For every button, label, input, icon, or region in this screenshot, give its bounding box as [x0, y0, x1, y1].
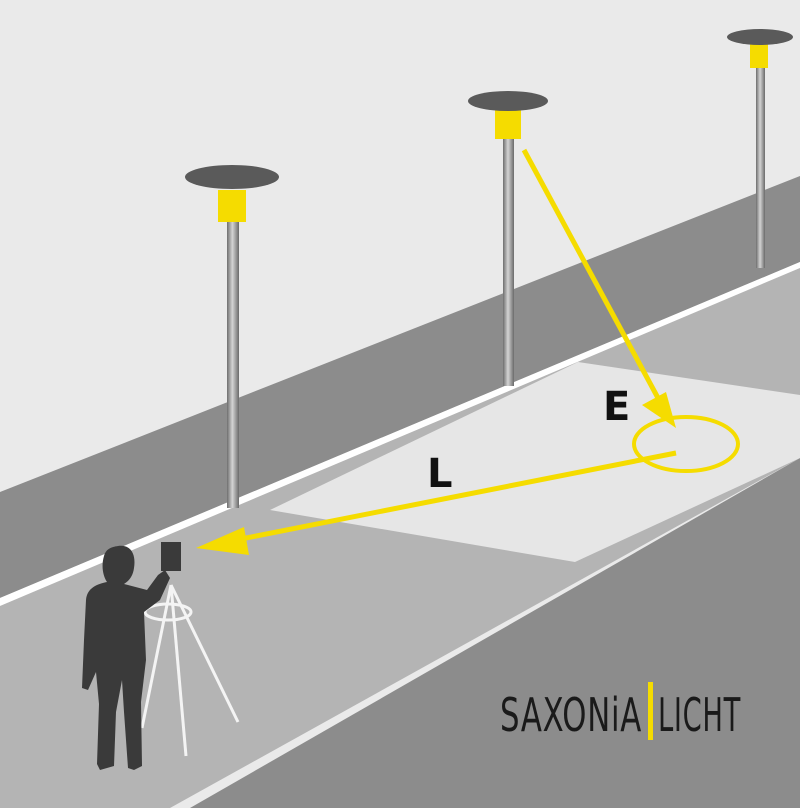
- luminance-label: L: [427, 451, 453, 497]
- street-lamp-icon: [727, 29, 793, 268]
- arrow-icon: [196, 450, 677, 555]
- brand-logo-right: LICHT: [658, 688, 741, 742]
- person-icon: [82, 545, 170, 770]
- brand-logo: SAXONiA LICHT: [500, 682, 741, 742]
- tripod-icon: [140, 584, 240, 757]
- curb-line: [0, 262, 800, 606]
- brand-divider: [648, 682, 653, 740]
- street-lamp-icon: [468, 91, 548, 386]
- street-lamp-icon: [185, 165, 279, 508]
- luminance-meter-icon: [161, 542, 181, 571]
- illuminance-label: E: [603, 384, 630, 430]
- far-verge: [0, 176, 800, 598]
- measurement-point: [632, 415, 740, 473]
- brand-logo-left: SAXONiA: [500, 688, 642, 742]
- near-verge: [190, 458, 800, 808]
